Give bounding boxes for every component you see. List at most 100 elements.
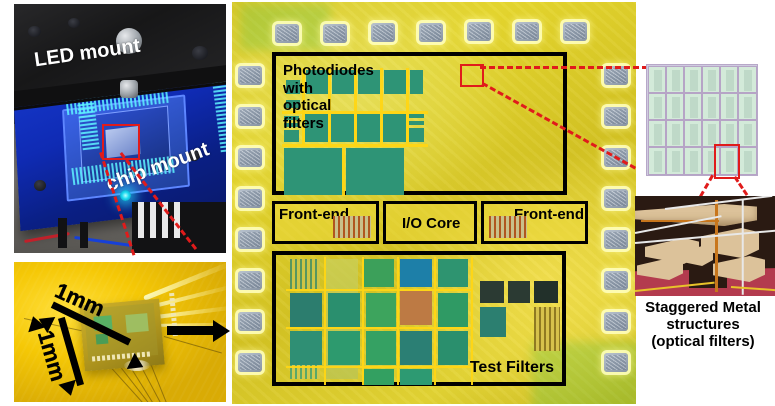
pd-small [286, 80, 300, 94]
bond-pad [238, 353, 262, 372]
connector-teeth-3 [162, 202, 168, 238]
routing-line [286, 366, 472, 368]
filter-unit-cell [702, 120, 720, 147]
bond-pad [275, 24, 299, 43]
filter-unit-cell [666, 147, 684, 175]
cell-edge-vertical [715, 200, 718, 292]
staggered-metal-3d-render [635, 196, 775, 296]
bond-pad [467, 22, 491, 41]
filter-unit-cell [648, 93, 666, 120]
flow-arrow-shaft [167, 326, 215, 335]
test-filters-label: Test Filters [469, 358, 554, 376]
test-filter-square [364, 369, 394, 385]
die-callout-box [102, 124, 140, 160]
routing-line [406, 68, 409, 146]
bond-pad [238, 148, 262, 167]
filter-unit-cell [648, 120, 666, 147]
test-filter-square [438, 259, 468, 287]
mount-hole-left [28, 26, 41, 37]
specular-highlight [124, 360, 150, 371]
led-chip-mount-photo: LED mount chip mount [14, 4, 226, 253]
routing-line [362, 257, 364, 385]
filter-unit-cell [666, 120, 684, 147]
filter-unit-cell [738, 120, 757, 147]
flow-arrow-head [213, 320, 230, 342]
front-end-left-circuitry [333, 216, 371, 238]
pd-cell [384, 70, 406, 94]
chip-green-block-3 [125, 313, 149, 333]
routing-line [397, 257, 399, 385]
bond-pad [604, 312, 628, 331]
pd-cell [383, 114, 406, 142]
front-end-right-circuitry [489, 216, 527, 238]
filter-unit-cell [738, 93, 757, 120]
bond-pad [604, 107, 628, 126]
screw-center [116, 28, 142, 54]
metal-bar-6 [679, 246, 713, 266]
routing-line [324, 257, 326, 385]
pd-cell [358, 70, 380, 94]
cell-edge-horizontal [641, 220, 719, 222]
routing-line [471, 257, 473, 385]
filter-unit-cell [702, 93, 720, 120]
blue-led-indicator [120, 190, 131, 201]
connector-teeth-2 [150, 202, 156, 238]
filter-unit-cell [684, 147, 702, 175]
cell-edge-right [742, 198, 744, 295]
test-filter-dark [508, 281, 530, 303]
filter-unit-cell [666, 93, 684, 120]
filter-unit-cell [684, 120, 702, 147]
post-left [58, 218, 67, 248]
filter-unit-cell [720, 120, 738, 147]
filter-array-zoom [646, 64, 758, 176]
staggered-metal-caption: Staggered Metal structures (optical filt… [645, 299, 761, 350]
bond-pad [604, 271, 628, 290]
mount-hole-mid [68, 18, 80, 28]
filter-unit-cell [648, 147, 666, 175]
filter-stripes-1 [290, 259, 320, 289]
bond-pad [604, 66, 628, 85]
test-filter-square [366, 331, 396, 365]
test-filter-square [290, 331, 322, 365]
test-filter-square [400, 259, 432, 287]
test-filter-square [400, 291, 432, 325]
io-core-block: I/O Core [383, 201, 477, 244]
test-filter-square [290, 293, 322, 327]
pd-small [284, 130, 299, 142]
test-filter-grating [534, 307, 560, 351]
filter-unit-cell [648, 66, 666, 93]
photodiode-block: Photodiodes with optical filters [272, 52, 567, 196]
connector-teeth-4 [174, 202, 180, 238]
pixel-callout-box [460, 64, 484, 87]
bond-pad [238, 107, 262, 126]
bond-pad [563, 22, 587, 41]
pd-cell [306, 70, 328, 94]
test-filter-square [438, 293, 468, 327]
bond-pad [604, 148, 628, 167]
mount-hole-right [192, 46, 208, 60]
mount-hole-board-left [34, 180, 46, 191]
pd-cell [357, 114, 380, 142]
filter-unit-cell [720, 66, 738, 93]
die-micrograph: Photodiodes with optical filters Front-e… [232, 2, 636, 404]
pd-small [410, 70, 423, 94]
pd-small [284, 123, 299, 127]
bond-pad [515, 22, 539, 41]
pd-large [346, 148, 404, 195]
bond-pad [238, 66, 262, 85]
unit-cell-callout-box [714, 144, 740, 179]
test-filter-square [400, 369, 432, 385]
front-end-left-label: Front-end [279, 206, 349, 223]
zoom-leg-top [480, 66, 648, 69]
routing-line [434, 257, 436, 385]
pd-cell [305, 114, 328, 142]
pd-small [286, 100, 300, 108]
filter-unit-cell [702, 66, 720, 93]
pd-cell [332, 70, 354, 94]
bond-pad [323, 24, 347, 43]
bond-pad [238, 271, 262, 290]
bond-pad [604, 230, 628, 249]
test-filter-square [328, 331, 360, 365]
bond-pad [238, 189, 262, 208]
filter-unit-cell [666, 66, 684, 93]
